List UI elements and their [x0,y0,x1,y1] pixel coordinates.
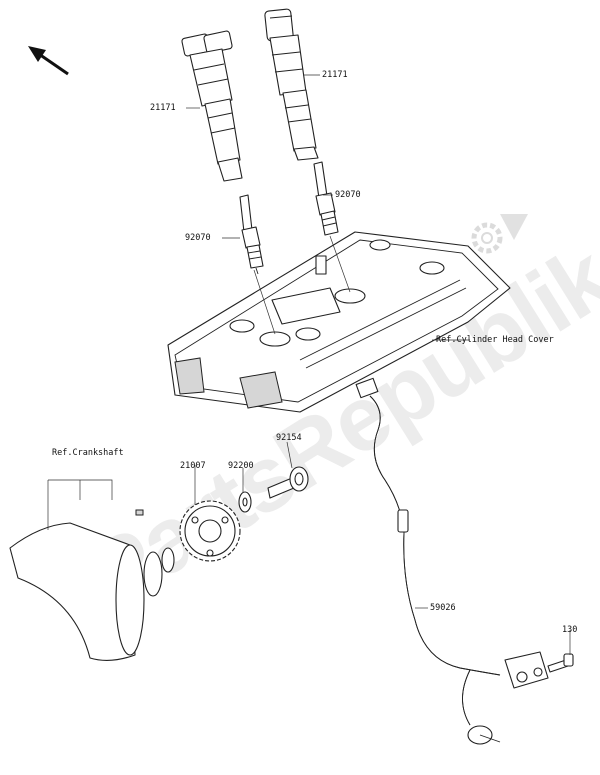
plug-right-leader [329,235,351,293]
direction-arrow-icon [28,46,69,76]
timing-rotor[interactable] [179,500,241,562]
callout-plug-right: 92070 [335,190,361,200]
callout-coil-right: 21171 [322,70,348,80]
callout-washer: 92200 [228,461,254,471]
callout-lines [47,74,571,655]
callout-plug-left: 92070 [185,233,211,243]
callout-crankshaft: Ref.Crankshaft [52,448,124,458]
callout-sensor-bolt: 130 [562,625,578,635]
callout-coil-left: 21171 [150,103,176,113]
spark-plug-left[interactable] [239,194,264,275]
ignition-coil-left[interactable] [181,30,243,182]
callout-sensor-harness: 59026 [430,603,456,613]
crankshaft[interactable] [9,509,175,661]
ignition-coil-right[interactable] [264,8,319,161]
rotor-bolt[interactable] [267,466,309,499]
cylinder-head-cover[interactable] [167,231,511,413]
crank-sensor-harness[interactable] [355,377,549,745]
spark-plug-right[interactable] [313,161,339,236]
callout-rotor: 21007 [180,461,206,471]
gear-logo-icon [471,214,528,254]
callout-head-cover: Ref.Cylinder Head Cover [436,335,554,345]
washer[interactable] [238,491,252,513]
sensor-bolt[interactable] [547,653,574,673]
plug-left-leader [253,269,276,335]
callout-rotor-bolt: 92154 [276,433,302,443]
